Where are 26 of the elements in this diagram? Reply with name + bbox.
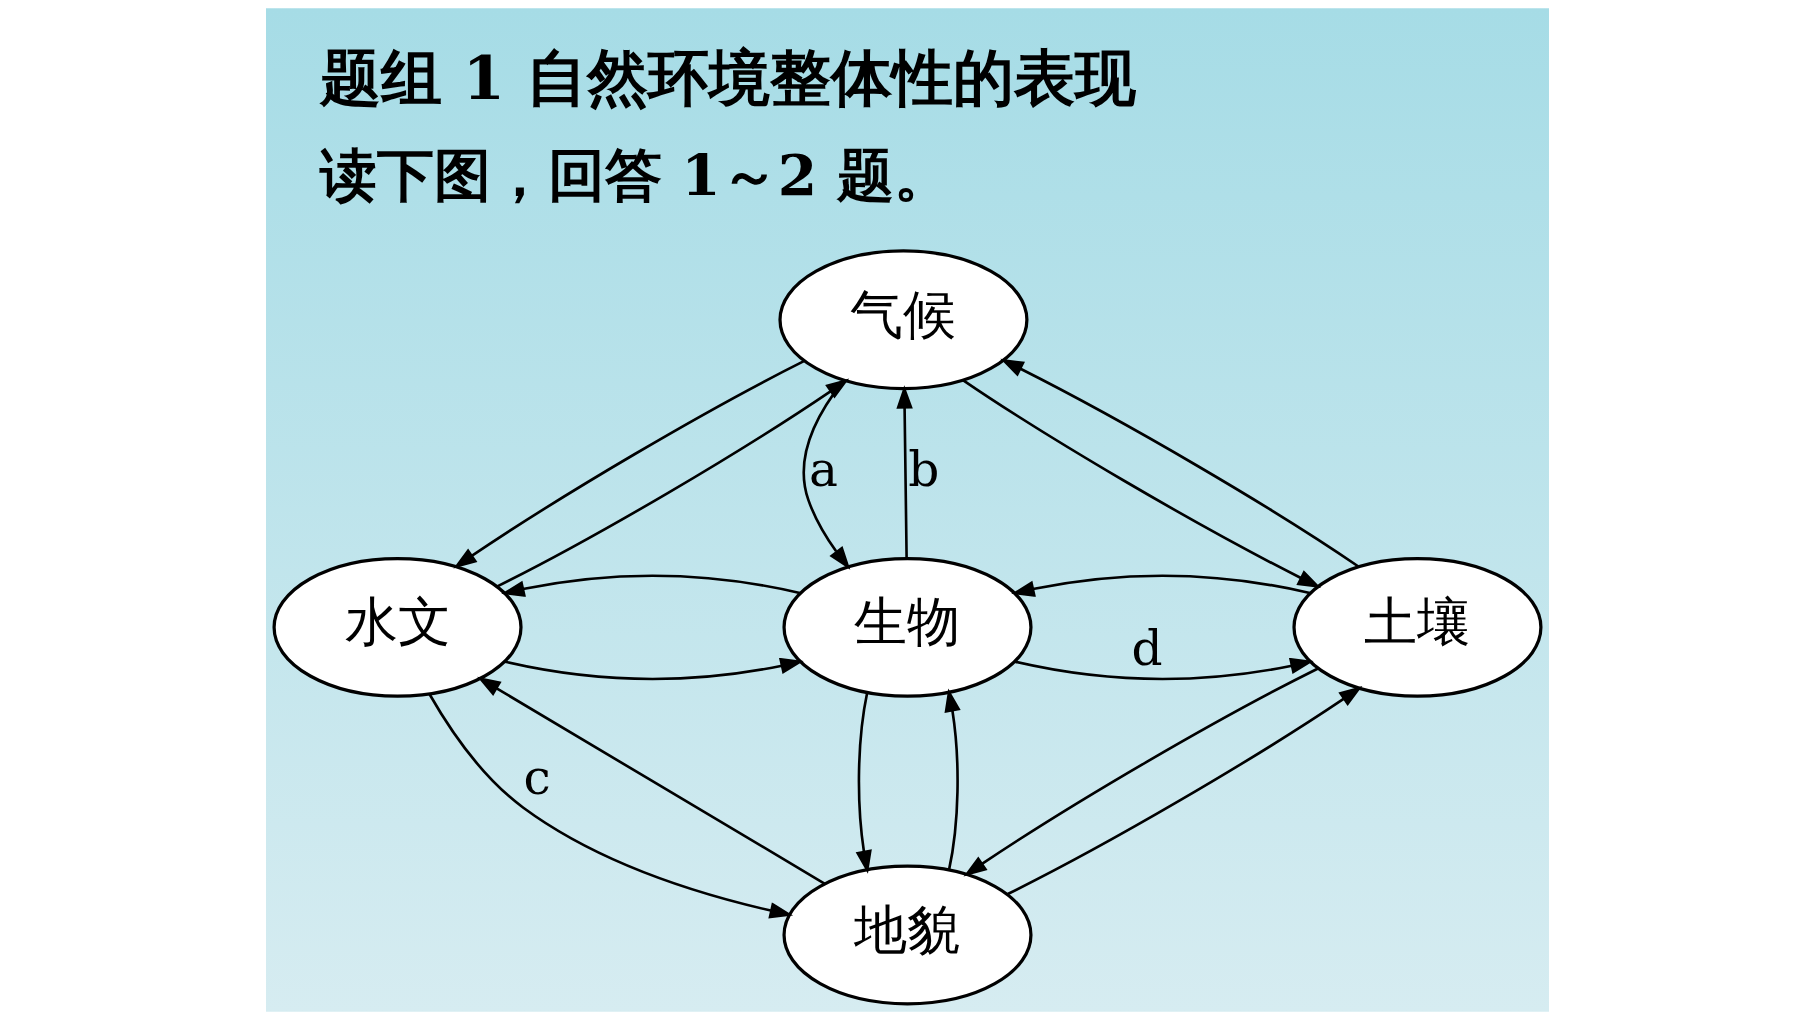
arrow	[855, 692, 872, 874]
arrow	[963, 667, 1319, 877]
arrow	[453, 360, 805, 569]
edge-label: d	[1131, 620, 1163, 677]
arrow	[501, 574, 801, 597]
node-ellipse: 气候	[778, 249, 1029, 391]
node-ellipse: 土壤	[1292, 556, 1543, 698]
arrow	[944, 688, 961, 871]
edge-label: b	[908, 441, 940, 498]
edge-label: a	[809, 441, 838, 498]
arrow	[428, 693, 794, 919]
arrow	[1014, 657, 1314, 681]
edge-label: c	[523, 748, 551, 805]
arrow	[802, 379, 851, 570]
arrow	[896, 385, 913, 559]
arrow	[504, 657, 804, 681]
node-ellipse: 地貌	[782, 864, 1033, 1006]
caption: 读下图，回答 1～2 题。	[319, 142, 951, 209]
diagram-title: 题组 1 自然环境整体性的表现	[319, 42, 1137, 114]
arrow	[1000, 358, 1360, 568]
arrow	[496, 378, 850, 588]
node-ellipse: 生物	[782, 556, 1033, 698]
arrow	[962, 379, 1322, 589]
arrow	[477, 676, 826, 885]
arrow	[1007, 686, 1363, 896]
arrow	[1011, 574, 1311, 597]
